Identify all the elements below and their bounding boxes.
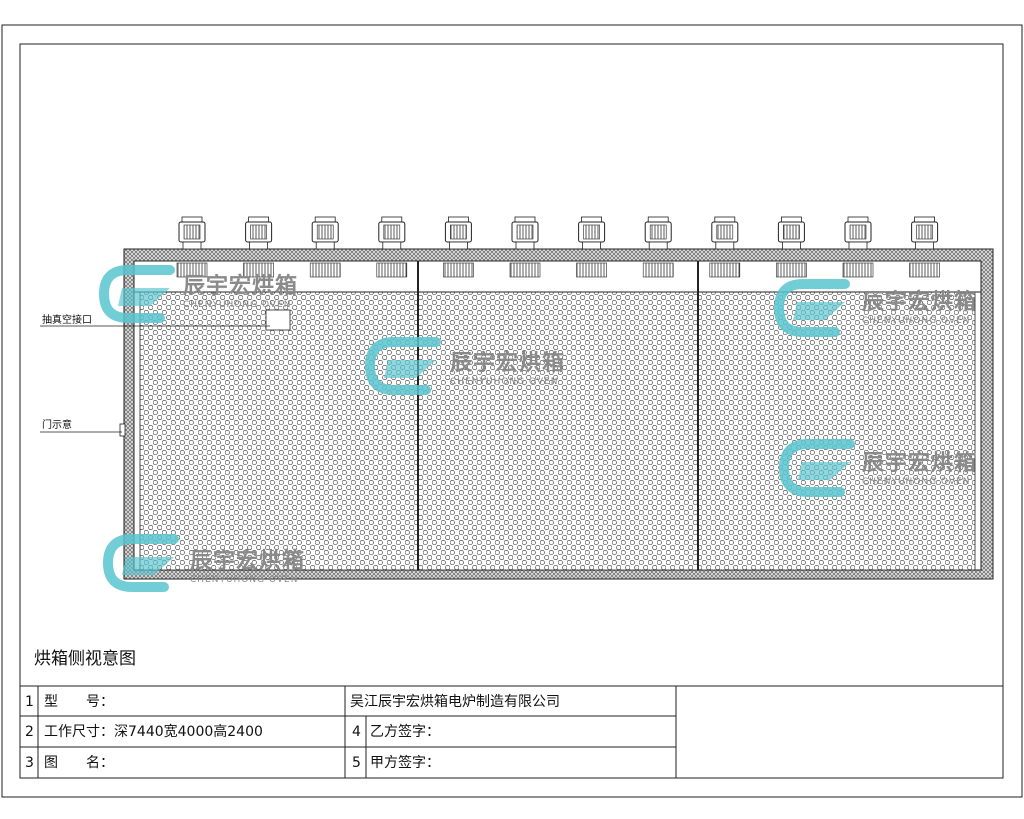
outer-frame: [1, 24, 1023, 798]
fan-motor-icon: [909, 216, 940, 278]
fan-motor-icon: [842, 216, 874, 278]
diagram-caption: 烘箱侧视意图: [34, 649, 136, 669]
fan-motor-icon: [509, 216, 541, 278]
fan-motor-icon: [443, 216, 474, 278]
row-1-number: 1: [25, 694, 34, 710]
company-logo-icon: [778, 439, 855, 497]
perforated-panel: [139, 291, 976, 571]
company-logo-icon: [364, 337, 441, 395]
fan-motor-icon: [642, 216, 674, 278]
company-logo-icon: [773, 279, 850, 337]
fan-motor-icon: [243, 216, 274, 278]
vacuum-port-label: 抽真空接口: [42, 315, 92, 326]
vacuum-port-fitting: [265, 309, 291, 331]
drawing-name-label: 图 名：: [44, 755, 114, 771]
party-a-signature-label: 甲方签字：: [370, 755, 440, 771]
row-5-number: 5: [352, 755, 361, 771]
fan-motor-icon: [309, 216, 341, 278]
fan-motor-icon: [709, 216, 741, 278]
fan-motor-icon: [576, 216, 607, 278]
oven-body: [119, 248, 994, 580]
watermark-logos: [98, 265, 855, 592]
company-logo-icon: [98, 265, 175, 323]
row-3-number: 3: [25, 755, 34, 771]
fan-motor-row: [176, 216, 940, 278]
title-block-grid: [19, 685, 1004, 779]
row-2-number: 2: [25, 724, 34, 740]
company-logo-icon: [102, 534, 179, 592]
model-label: 型 号：: [44, 694, 114, 710]
company-name: 吴江辰宇宏烘箱电炉制造有限公司: [350, 694, 560, 710]
row-4-number: 4: [352, 724, 361, 740]
door-handle: [119, 423, 126, 437]
fan-motor-icon: [376, 216, 408, 278]
fan-motor-icon: [176, 216, 208, 278]
party-b-signature-label: 乙方签字：: [370, 724, 440, 740]
work-size-label: 工作尺寸：深7440宽4000高2400: [44, 724, 263, 740]
door-label: 门示意: [42, 420, 72, 431]
fan-motor-icon: [776, 216, 807, 278]
